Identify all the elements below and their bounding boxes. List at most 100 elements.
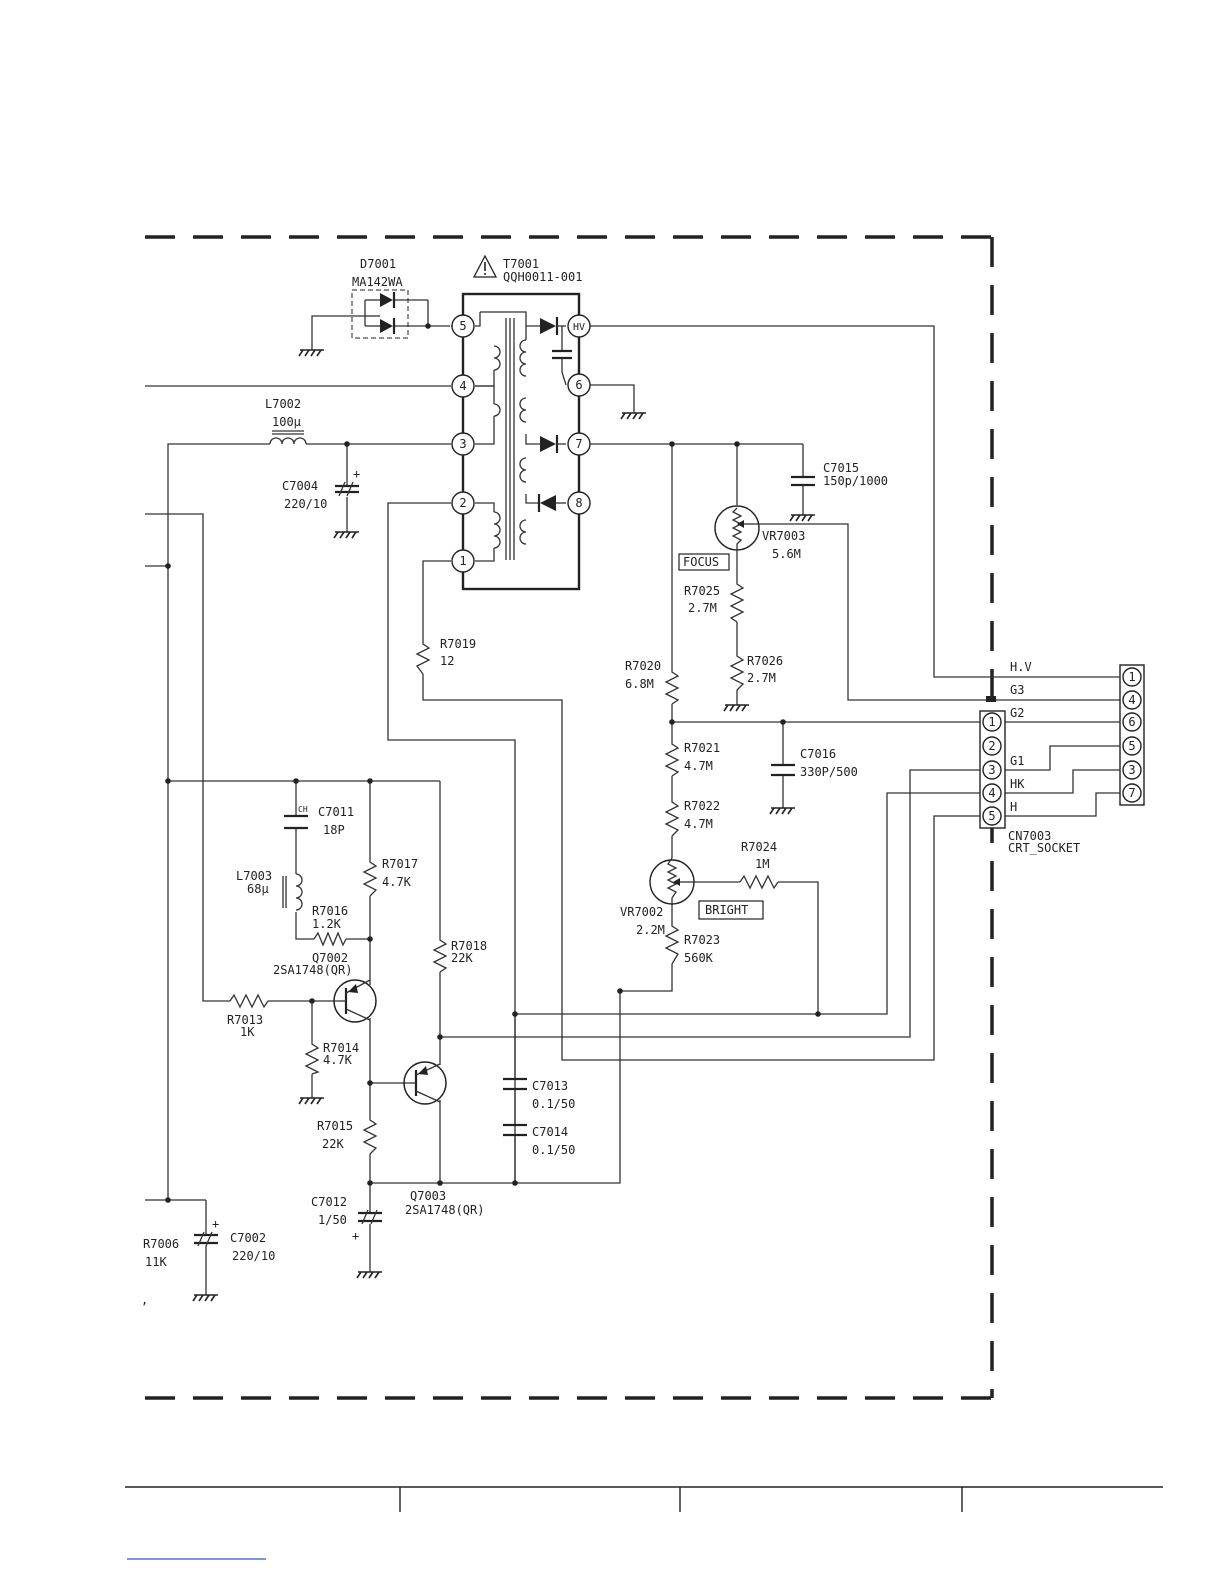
capacitor-c7015: [791, 475, 815, 487]
inductor-l7002: [269, 430, 307, 445]
c7015-value: 150p/1000: [823, 474, 888, 488]
r7015-ref: R7015: [317, 1119, 353, 1133]
c7013-ref: C7013: [532, 1079, 568, 1093]
c7011-ref: C7011: [318, 805, 354, 819]
c7004-ref: C7004: [282, 479, 318, 493]
connector-cn7003: 1 2 3 4 5 1 4 6 5 3 7: [979, 664, 1145, 829]
c7015-ref: C7015: [823, 461, 859, 475]
transformer-pins: 5 4 3 2 1 HV 6 7 8: [451, 314, 591, 573]
board-outline: [145, 235, 994, 1400]
r7017-ref: R7017: [382, 857, 418, 871]
focus-tag: FOCUS: [683, 555, 719, 569]
r7023-value: 560K: [684, 951, 714, 965]
r7018-value: 22K: [451, 951, 473, 965]
signal-hk: HK: [1010, 777, 1025, 791]
q7003-part: 2SA1748(QR): [405, 1203, 484, 1217]
r7015-value: 22K: [322, 1137, 344, 1151]
potentiometer-vr7003: [714, 505, 760, 551]
resistor-r7025: [729, 580, 745, 623]
c7013-value: 0.1/50: [532, 1097, 575, 1111]
resistor-r7023: [664, 922, 680, 965]
d7001-part: MA142WA: [352, 275, 403, 289]
c7016-ref: C7016: [800, 747, 836, 761]
r7013-value: 1K: [240, 1025, 255, 1039]
t7001-pin-8: 8: [575, 496, 582, 510]
t7001-pin-7: 7: [575, 437, 582, 451]
c7002-plus: +: [212, 1217, 219, 1231]
ground-symbols: [192, 349, 815, 1302]
q7003-ref: Q7003: [410, 1189, 446, 1203]
r7026-value: 2.7M: [747, 671, 776, 685]
r7020-ref: R7020: [625, 659, 661, 673]
r7014-ref: R7014: [323, 1041, 359, 1055]
r7022-value: 4.7M: [684, 817, 713, 831]
plug-pin-6: 6: [1128, 715, 1135, 729]
vr7002-value: 2.2M: [636, 923, 665, 937]
signal-g3: G3: [1010, 683, 1024, 697]
bright-tag: BRIGHT: [705, 903, 748, 917]
junction-dots: [165, 323, 821, 1203]
c7012-ref: C7012: [311, 1195, 347, 1209]
t7001-pin-4: 4: [459, 379, 466, 393]
socket-pin-5: 5: [988, 809, 995, 823]
transistor-q7003: [403, 1061, 447, 1105]
l7003-value: 68µ: [247, 882, 269, 896]
capacitor-c7011: [284, 814, 308, 830]
capacitor-c7012: [358, 1209, 382, 1225]
r7021-ref: R7021: [684, 741, 720, 755]
signal-g1: G1: [1010, 754, 1024, 768]
footer-rule: [125, 1486, 1163, 1560]
capacitor-c7014: [503, 1123, 527, 1137]
vr7003-value: 5.6M: [772, 547, 801, 561]
transistor-q7002: [333, 979, 377, 1023]
plug-pin-5: 5: [1128, 739, 1135, 753]
t7001-part: QQH0011-001: [503, 270, 582, 284]
r7006-value: 11K: [145, 1255, 167, 1269]
l7002-value: 100µ: [272, 415, 301, 429]
r7021-value: 4.7M: [684, 759, 713, 773]
wiring: [145, 299, 1120, 1295]
r7014-value: 4.7K: [323, 1053, 353, 1067]
t7001-pin-5: 5: [459, 319, 466, 333]
plug-pin-7: 7: [1128, 786, 1135, 800]
plug-pin-1: 1: [1128, 670, 1135, 684]
diode-d7001: [351, 289, 409, 339]
r7026-ref: R7026: [747, 654, 783, 668]
plug-pin-3: 3: [1128, 763, 1135, 777]
resistor-r7017: [362, 858, 378, 897]
q7002-part: 2SA1748(QR): [273, 963, 352, 977]
q7002-ref: Q7002: [312, 951, 348, 965]
c7016-value: 330P/500: [800, 765, 858, 779]
capacitor-c7002: [194, 1231, 218, 1247]
socket-pin-2: 2: [988, 739, 995, 753]
r7019-value: 12: [440, 654, 454, 668]
r7024-value: 1M: [755, 857, 769, 871]
capacitor-c7013: [503, 1077, 527, 1091]
resistor-r7013: [229, 993, 269, 1009]
plug-pin-4: 4: [1128, 693, 1135, 707]
resistor-r7018: [432, 936, 448, 973]
vr7003-ref: VR7003: [762, 529, 805, 543]
resistor-r7022: [664, 798, 680, 837]
c7012-plus: +: [352, 1229, 359, 1243]
c7012-value: 1/50: [318, 1213, 347, 1227]
cn7003-ref: CN7003: [1008, 829, 1051, 843]
capacitor-c7004: [335, 481, 359, 497]
t7001-pin-3: 3: [459, 437, 466, 451]
t7001-pin-1: 1: [459, 554, 466, 568]
vr7002-ref: VR7002: [620, 905, 663, 919]
c7002-ref: C7002: [230, 1231, 266, 1245]
warning-icon: [472, 254, 498, 278]
socket-pin-4: 4: [988, 786, 995, 800]
r7023-ref: R7023: [684, 933, 720, 947]
r7016-ref: R7016: [312, 904, 348, 918]
resistor-r7021: [664, 740, 680, 777]
l7002-ref: L7002: [265, 397, 301, 411]
signal-hv: H.V: [1010, 660, 1032, 674]
d7001-ref: D7001: [360, 257, 396, 271]
t7001-pin-2: 2: [459, 496, 466, 510]
c7004-plus: +: [353, 467, 360, 481]
socket-pin-3: 3: [988, 763, 995, 777]
potentiometer-vr7002: [649, 857, 695, 905]
